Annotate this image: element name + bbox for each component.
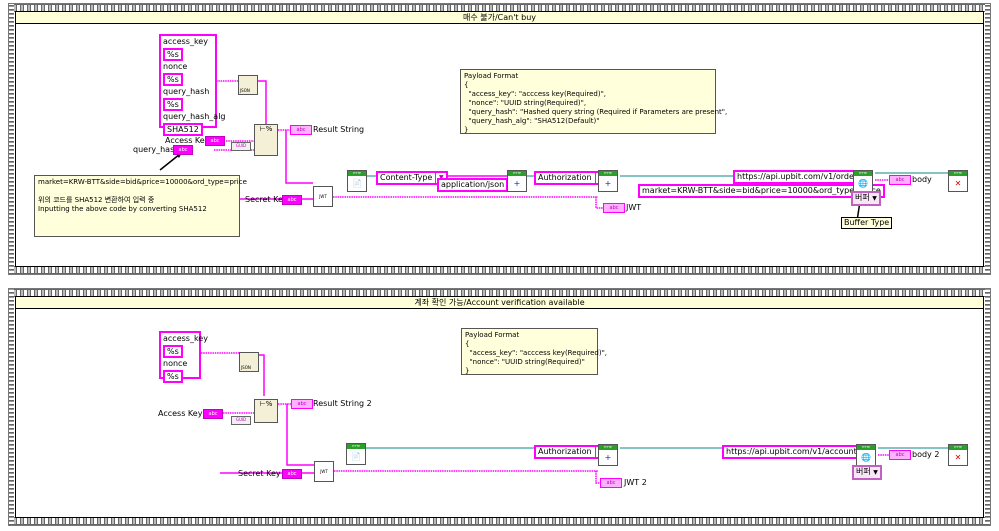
film-border-left [9, 4, 14, 274]
http-add-header-node[interactable]: HTTP+ [507, 170, 527, 192]
cluster-value[interactable]: %s [163, 98, 183, 111]
case-structure-cant-buy: 매수 불가/Can't buy [8, 3, 991, 275]
film-border-bottom [9, 266, 990, 274]
cluster-value[interactable]: %s [163, 345, 183, 358]
post-data-constant[interactable]: market=KRW-BTT&side=bid&price=10000&ord_… [638, 184, 885, 198]
payload-cluster-constant-2[interactable]: access_key %s nonce %s [159, 331, 208, 383]
header-name-text: Authorization [538, 447, 592, 456]
dropdown-arrow-icon[interactable]: ▼ [435, 173, 446, 183]
header-name-text: Content-Type [380, 173, 433, 182]
cluster-label: access_key [163, 37, 208, 46]
add-header-icon: + [513, 179, 521, 188]
flatten-to-json-node[interactable]: JSON [238, 75, 258, 95]
result-string-2-indicator[interactable]: abc [291, 399, 313, 409]
buffer-enum-text: 버퍼 [856, 467, 871, 476]
cluster-label: query_hash [163, 87, 210, 96]
secret-key-label: Secret Key [245, 195, 288, 204]
http-add-header-node[interactable]: HTTP+ [598, 170, 618, 192]
json-icon: JSON [240, 88, 250, 93]
http-open-handle-node[interactable]: HTTP📄 [346, 443, 366, 465]
post-icon: 🌐 [861, 453, 871, 462]
format-into-string-node[interactable]: ⊢% [254, 124, 278, 156]
json-icon: JSON [241, 365, 251, 370]
body-indicator[interactable]: abc [889, 175, 911, 185]
film-border-right [985, 4, 990, 274]
guid-generator-node[interactable]: GUID [231, 142, 251, 151]
access-key-2-label: Access Key 2 [158, 409, 211, 418]
cluster-label: nonce [163, 62, 188, 71]
payload-format-note: Payload Format { "access_key": "acccess … [460, 69, 727, 134]
cluster-label: query_hash_alg [163, 112, 226, 121]
buffer-type-enum[interactable]: 버퍼 ▼ [851, 191, 881, 206]
cluster-label: nonce [163, 359, 188, 368]
jwt-encode-node[interactable]: JWT [313, 186, 333, 207]
url-constant[interactable]: https://api.upbit.com/v1/orders [733, 170, 866, 184]
http-close-handle-node[interactable]: HTTP✕ [948, 444, 968, 466]
jwt-encode-node[interactable]: JWT [314, 461, 334, 482]
body-2-indicator[interactable]: abc [889, 450, 911, 460]
buffer-type-tip: Buffer Type [841, 217, 893, 229]
http-open-handle-node[interactable]: HTTP📄 [347, 170, 367, 192]
http-post-node[interactable]: HTTP🌐 [853, 170, 873, 192]
buffer-enum-text: 버퍼 [855, 193, 870, 202]
jwt-indicator[interactable]: abc [603, 203, 625, 213]
header-value-constant[interactable]: application/json [437, 178, 509, 192]
secret-key-2-control[interactable]: abc [282, 469, 302, 479]
access-key-2-control[interactable]: abc [203, 409, 223, 419]
secret-key-2-label: Secret Key 2 [238, 469, 289, 478]
header-name-text: Authorization [538, 173, 592, 182]
format-string-icon: ⊢% [259, 125, 273, 133]
access-key-label: Access Key [165, 136, 210, 145]
url-constant-2[interactable]: https://api.upbit.com/v1/accounts [722, 445, 865, 459]
cluster-label: access_key [163, 334, 208, 343]
post-icon: 🌐 [858, 179, 868, 188]
secret-key-control[interactable]: abc [282, 195, 302, 205]
cluster-value[interactable]: SHA512 [163, 123, 203, 136]
jwt-icon: JWT [320, 469, 328, 474]
result-string-indicator[interactable]: abc [290, 125, 312, 135]
cluster-value[interactable]: %s [163, 73, 183, 86]
query-comment-note: market=KRW-BTT&side=bid&price=10000&ord_… [34, 175, 247, 237]
format-into-string-node[interactable]: ⊢% [254, 399, 278, 423]
body-label: body [912, 175, 932, 184]
jwt-2-indicator[interactable]: abc [600, 478, 622, 488]
payload-format-note-2: Payload Format { "access_key": "acccess … [461, 328, 607, 375]
jwt-2-label: JWT 2 [624, 478, 647, 487]
jwt-label: JWT [626, 203, 642, 212]
film-border-right [985, 289, 990, 525]
header-name-ring-content-type[interactable]: Content-Type▼ [376, 171, 449, 185]
header-name-ring-authorization[interactable]: Authorization▼ [534, 445, 608, 459]
close-handle-icon: ✕ [954, 453, 962, 462]
guid-generator-node[interactable]: GUID [231, 416, 251, 425]
dropdown-arrow-icon[interactable]: ▼ [873, 469, 878, 476]
result-string-2-label: Result String 2 [313, 399, 372, 408]
format-string-icon: ⊢% [259, 400, 273, 408]
add-header-icon: + [604, 453, 612, 462]
http-close-handle-node[interactable]: HTTP✕ [948, 170, 968, 192]
http-open-icon: 📄 [352, 179, 362, 188]
result-string-label: Result String [313, 125, 365, 134]
film-border-left [9, 289, 14, 525]
cluster-value[interactable]: %s [163, 370, 183, 383]
flatten-to-json-node[interactable]: JSON [239, 352, 259, 372]
payload-cluster-constant[interactable]: access_key %s nonce %s query_hash %s que… [159, 34, 226, 136]
dropdown-arrow-icon[interactable]: ▼ [872, 195, 877, 202]
http-post-node[interactable]: HTTP🌐 [856, 444, 876, 466]
case-structure-account-verification: 계좌 확인 가능/Account verification available [8, 288, 991, 526]
cluster-value[interactable]: %s [163, 48, 183, 61]
case-selector-label[interactable]: 계좌 확인 가능/Account verification available [16, 297, 983, 309]
jwt-icon: JWT [319, 194, 327, 199]
close-handle-icon: ✕ [954, 179, 962, 188]
query-hash-control[interactable]: abc [173, 145, 193, 155]
header-name-ring-authorization[interactable]: Authorization▼ [534, 171, 608, 185]
http-open-icon: 📄 [351, 452, 361, 461]
body-2-label: body 2 [912, 450, 940, 459]
film-border-bottom [9, 517, 990, 525]
add-header-icon: + [604, 179, 612, 188]
buffer-type-enum-2[interactable]: 버퍼 ▼ [852, 465, 882, 480]
case-selector-label[interactable]: 매수 불가/Can't buy [16, 12, 983, 24]
access-key-control[interactable]: abc [205, 136, 225, 146]
query-hash-label: query_hash [133, 145, 180, 154]
http-add-header-node[interactable]: HTTP+ [598, 444, 618, 466]
